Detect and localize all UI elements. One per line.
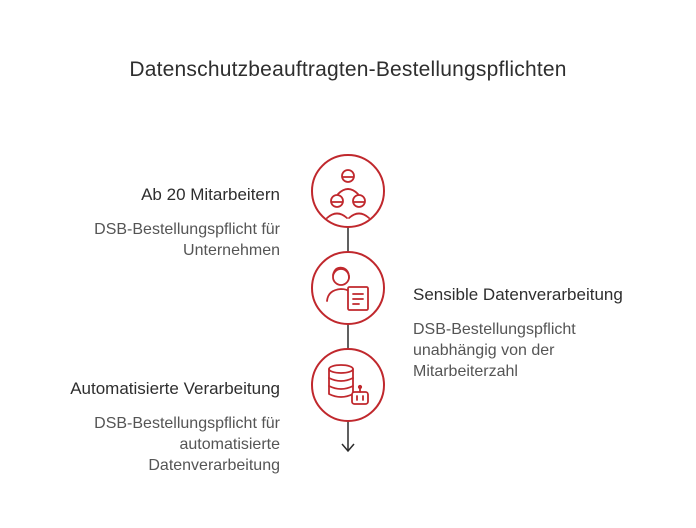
step-2-text: Sensible Datenverarbeitung DSB-Bestellun… <box>413 284 683 382</box>
database-robot-icon <box>328 364 369 405</box>
page-title: Datenschutzbeauftragten-Bestellungspflic… <box>129 58 567 81</box>
step-1-text: Ab 20 Mitarbeitern DSB-Bestellungspflich… <box>20 184 280 261</box>
step-3-text: Automatisierte Verarbeitung DSB-Bestellu… <box>0 378 280 476</box>
person-document-icon <box>326 266 369 311</box>
step-3-description: DSB-Bestellungspflicht für automatisiert… <box>94 415 280 474</box>
step-1-node <box>311 154 385 228</box>
step-3-node <box>311 348 385 422</box>
step-2-node <box>311 251 385 325</box>
timeline-arrow-head <box>341 443 355 453</box>
people-group-icon <box>326 169 370 219</box>
step-2-description: DSB-Bestellungspflicht unabhängig von de… <box>413 321 576 380</box>
step-3-heading: Automatisierte Verarbeitung <box>70 379 280 398</box>
step-1-heading: Ab 20 Mitarbeitern <box>141 185 280 204</box>
step-2-heading: Sensible Datenverarbeitung <box>413 285 623 304</box>
step-1-description: DSB-Bestellungspflicht für Unternehmen <box>94 221 280 259</box>
